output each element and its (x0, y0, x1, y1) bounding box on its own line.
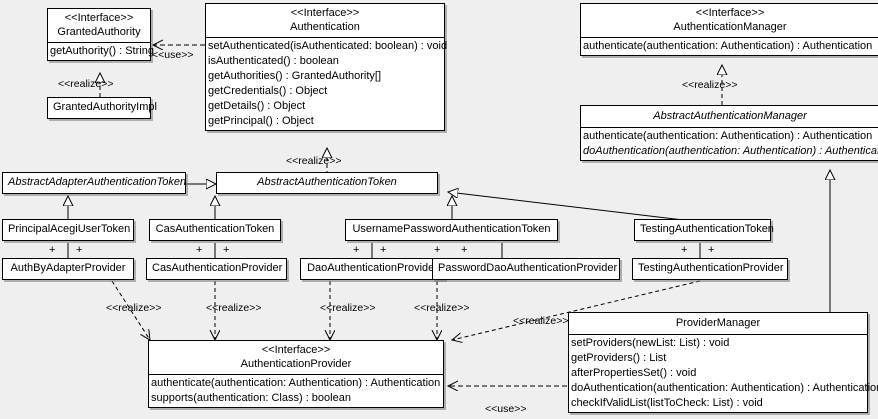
class-name: DaoAuthenticationProvider (307, 262, 438, 274)
edge-label-realize-password-dao-authentication-provider: <<realize>> (414, 302, 470, 314)
operation: doAuthentication(authentication: Authent… (571, 382, 878, 394)
class-username-password-authentication-token[interactable]: UsernamePasswordAuthenticationToken (345, 219, 558, 241)
association-marker: + (434, 244, 441, 256)
class-authentication-provider[interactable]: <<Interface>> AuthenticationProvider aut… (148, 340, 444, 408)
operations-compartment: setProviders(newList: List) : void getPr… (569, 334, 878, 412)
class-name: PrincipalAcegiUserToken (8, 223, 131, 235)
operation: setProviders(newList: List) : void (571, 337, 730, 349)
operations-compartment: setAuthenticated(isAuthenticated: boolea… (206, 37, 448, 130)
class-name: UsernamePasswordAuthenticationToken (352, 223, 551, 235)
operation: authenticate(authentication: Authenticat… (151, 377, 441, 389)
class-granted-authority-impl[interactable]: GrantedAuthorityImpl (47, 97, 157, 119)
operations-compartment: authenticate(authentication: Authenticat… (149, 374, 443, 407)
class-name: Authentication (290, 21, 360, 33)
class-testing-authentication-token[interactable]: TestingAuthenticationToken (634, 219, 774, 241)
association-marker: + (353, 244, 360, 256)
association-marker: + (223, 244, 230, 256)
class-provider-manager[interactable]: ProviderManager setProviders(newList: Li… (568, 312, 878, 413)
operation: getProviders() : List (571, 352, 667, 364)
class-name: AuthByAdapterProvider (10, 262, 126, 274)
operation: authenticate(authentication: Authenticat… (583, 40, 873, 52)
stereotype-label: <<Interface>> (695, 7, 765, 19)
class-header: <<Interface>> AuthenticationManager (581, 4, 878, 37)
class-granted-authority[interactable]: <<Interface>> GrantedAuthority getAuthor… (47, 8, 154, 61)
class-name: GrantedAuthority (57, 26, 141, 38)
class-name: AbstractAuthenticationToken (257, 176, 397, 188)
operation: authenticate(authentication: Authenticat… (583, 130, 873, 142)
operation: getDetails() : Object (208, 100, 306, 112)
operation: getPrincipal() : Object (208, 115, 314, 127)
class-abstract-adapter-authentication-token[interactable]: AbstractAdapterAuthenticationToken (2, 172, 186, 194)
edge-label-realize-dao-authentication-provider: <<realize>> (320, 302, 376, 314)
class-abstract-authentication-manager[interactable]: AbstractAuthenticationManager authentica… (580, 105, 878, 161)
stereotype-label: <<Interface>> (64, 12, 134, 24)
association-marker: + (708, 244, 715, 256)
edge-label-realize-cas-authentication-provider: <<realize>> (206, 302, 262, 314)
edge-label-use-authentication-grantedauthority: <<use>> (152, 49, 194, 61)
operations-compartment: authenticate(authentication: Authenticat… (581, 37, 878, 55)
edge-label-realize-testing-authentication-provider: <<realize>> (513, 315, 569, 327)
class-name: CasAuthenticationToken (155, 223, 275, 235)
association-marker: + (76, 244, 83, 256)
edge-label-realize-granted-authority-impl: <<realize>> (58, 78, 114, 90)
class-name: PasswordDaoAuthenticationProvider (438, 262, 618, 274)
operations-compartment: getAuthority() : String (48, 42, 154, 60)
class-header: <<Interface>> GrantedAuthority (48, 9, 150, 42)
class-header: <<Interface>> AuthenticationProvider (149, 341, 443, 374)
operation: getAuthorities() : GrantedAuthority[] (208, 70, 382, 82)
operation: supports(authentication: Class) : boolea… (151, 392, 351, 404)
edge-label-realize-abstract-authentication-token: <<realize>> (286, 155, 342, 167)
class-header: AbstractAuthenticationManager (581, 106, 878, 127)
class-auth-by-adapter-provider[interactable]: AuthByAdapterProvider (2, 258, 134, 280)
class-name: AuthenticationManager (673, 21, 787, 33)
class-name: AbstractAuthenticationManager (653, 110, 807, 122)
class-cas-authentication-provider[interactable]: CasAuthenticationProvider (146, 258, 287, 280)
class-header: <<Interface>> Authentication (206, 4, 444, 37)
stereotype-label: <<Interface>> (290, 7, 360, 19)
association-marker: + (681, 244, 688, 256)
operation: getCredentials() : Object (208, 85, 328, 97)
class-dao-authentication-provider[interactable]: DaoAuthenticationProvider (300, 258, 445, 280)
class-testing-authentication-provider[interactable]: TestingAuthenticationProvider (632, 258, 788, 280)
edge-label-realize-abstract-authentication-manager: <<realize>> (682, 79, 738, 91)
association-marker: + (461, 244, 468, 256)
class-name: ProviderManager (675, 317, 761, 329)
class-name: GrantedAuthorityImpl (53, 101, 157, 113)
operation: checkIfValidList(listToCheck: List) : vo… (571, 397, 763, 409)
operation: getAuthority() : String (50, 45, 154, 57)
operation: setAuthenticated(isAuthenticated: boolea… (208, 40, 448, 52)
association-marker: + (196, 244, 203, 256)
class-authentication[interactable]: <<Interface>> Authentication setAuthenti… (205, 3, 448, 131)
class-name: AbstractAdapterAuthenticationToken (8, 176, 187, 188)
operations-compartment: authenticate(authentication: Authenticat… (581, 127, 878, 160)
class-authentication-manager[interactable]: <<Interface>> AuthenticationManager auth… (580, 3, 878, 56)
class-password-dao-authentication-provider[interactable]: PasswordDaoAuthenticationProvider (432, 258, 620, 280)
class-header: ProviderManager (569, 313, 867, 334)
edge-label-use-provider-manager: <<use>> (485, 403, 527, 415)
class-cas-authentication-token[interactable]: CasAuthenticationToken (149, 219, 281, 241)
operation: isAuthenticated() : boolean (208, 55, 339, 67)
class-name: AuthenticationProvider (240, 358, 352, 370)
class-abstract-authentication-token[interactable]: AbstractAuthenticationToken (216, 172, 438, 194)
association-marker: + (49, 244, 56, 256)
operation: afterPropertiesSet() : void (571, 367, 697, 379)
class-name: CasAuthenticationProvider (152, 262, 283, 274)
edge-label-realize-auth-by-adapter-provider: <<realize>> (106, 302, 162, 314)
stereotype-label: <<Interface>> (261, 344, 331, 356)
association-marker: + (380, 244, 387, 256)
class-principal-acegi-user-token[interactable]: PrincipalAcegiUserToken (2, 219, 134, 241)
operation: doAuthentication(authentication: Authent… (583, 145, 878, 157)
class-name: TestingAuthenticationToken (640, 223, 774, 235)
class-name: TestingAuthenticationProvider (638, 262, 784, 274)
